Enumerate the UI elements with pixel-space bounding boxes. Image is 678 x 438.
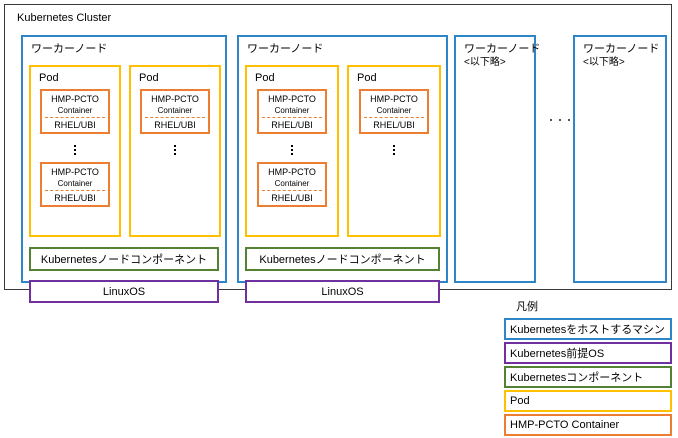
pod-title: Pod bbox=[255, 72, 275, 84]
legend-item-pod: Pod bbox=[504, 390, 672, 412]
worker-node-2-pods-area: Pod HMP-PCTO Container RHEL/UBI HMP-PCTO… bbox=[245, 65, 441, 237]
kubernetes-node-component: Kubernetesノードコンポーネント bbox=[245, 247, 440, 271]
worker-node-1: ワーカーノード Pod HMP-PCTO Container RHEL/UBI … bbox=[21, 35, 227, 303]
vertical-ellipsis-icon bbox=[174, 143, 176, 157]
container-box: HMP-PCTO Container RHEL/UBI bbox=[257, 89, 327, 134]
container-box: HMP-PCTO Container RHEL/UBI bbox=[359, 89, 429, 134]
container-divider bbox=[45, 190, 105, 191]
container-name: HMP-PCTO bbox=[51, 167, 99, 177]
legend-item-container: HMP-PCTO Container bbox=[504, 414, 672, 436]
container-box: HMP-PCTO Container RHEL/UBI bbox=[257, 162, 327, 207]
container-subname: Container bbox=[157, 106, 193, 115]
container-name: HMP-PCTO bbox=[51, 94, 99, 104]
worker-node-1-pods-area: Pod HMP-PCTO Container RHEL/UBI HMP-PCTO… bbox=[29, 65, 221, 237]
linux-os-box: LinuxOS bbox=[245, 280, 440, 303]
pod-title: Pod bbox=[139, 72, 159, 84]
container-divider bbox=[364, 117, 424, 118]
legend-title: 凡例 bbox=[516, 301, 538, 313]
linux-os-box: LinuxOS bbox=[29, 280, 219, 303]
pod: Pod HMP-PCTO Container RHEL/UBI HMP-PCTO… bbox=[245, 65, 339, 237]
worker-node-2-title: ワーカーノード bbox=[247, 43, 324, 55]
pod-title: Pod bbox=[357, 72, 377, 84]
container-box: HMP-PCTO Container RHEL/UBI bbox=[40, 89, 110, 134]
container-subname: Container bbox=[274, 106, 310, 115]
worker-node-4-title: ワーカーノード bbox=[583, 43, 660, 55]
container-base-image: RHEL/UBI bbox=[54, 193, 96, 203]
container-base-image: RHEL/UBI bbox=[271, 120, 313, 130]
container-name: HMP-PCTO bbox=[370, 94, 418, 104]
legend-item-prerequisite-os: Kubernetes前提OS bbox=[504, 342, 672, 364]
container-subname: Container bbox=[274, 179, 310, 188]
pod-title: Pod bbox=[39, 72, 59, 84]
horizontal-ellipsis-icon bbox=[550, 119, 570, 121]
kubernetes-cluster-box: Kubernetes Cluster ワーカーノード Pod HMP-PCTO … bbox=[4, 4, 672, 303]
worker-node-4: ワーカーノード <以下略> bbox=[573, 35, 667, 283]
container-box: HMP-PCTO Container RHEL/UBI bbox=[40, 162, 110, 207]
container-subname: Container bbox=[57, 179, 93, 188]
pod: Pod HMP-PCTO Container RHEL/UBI bbox=[347, 65, 441, 237]
container-base-image: RHEL/UBI bbox=[54, 120, 96, 130]
container-name: HMP-PCTO bbox=[151, 94, 199, 104]
worker-node-3-title: ワーカーノード bbox=[464, 43, 541, 55]
container-name: HMP-PCTO bbox=[268, 167, 316, 177]
vertical-ellipsis-icon bbox=[393, 143, 395, 157]
container-box: HMP-PCTO Container RHEL/UBI bbox=[140, 89, 210, 134]
pod: Pod HMP-PCTO Container RHEL/UBI bbox=[129, 65, 221, 237]
container-name: HMP-PCTO bbox=[268, 94, 316, 104]
legend-item-kubernetes-component: Kubernetesコンポーネント bbox=[504, 366, 672, 388]
legend-items: Kubernetesをホストするマシン Kubernetes前提OS Kuber… bbox=[504, 318, 672, 438]
container-divider bbox=[145, 117, 205, 118]
container-divider bbox=[262, 190, 322, 191]
container-base-image: RHEL/UBI bbox=[271, 193, 313, 203]
worker-node-3: ワーカーノード <以下略> bbox=[454, 35, 540, 283]
worker-node-3-abbrev-note: <以下略> bbox=[464, 57, 506, 68]
kubernetes-node-component: Kubernetesノードコンポーネント bbox=[29, 247, 219, 271]
worker-node-2: ワーカーノード Pod HMP-PCTO Container RHEL/UBI … bbox=[237, 35, 448, 303]
legend-item-host-machine: Kubernetesをホストするマシン bbox=[504, 318, 672, 340]
cluster-title: Kubernetes Cluster bbox=[17, 12, 112, 24]
container-base-image: RHEL/UBI bbox=[154, 120, 196, 130]
container-subname: Container bbox=[376, 106, 412, 115]
container-divider bbox=[262, 117, 322, 118]
pod: Pod HMP-PCTO Container RHEL/UBI HMP-PCTO… bbox=[29, 65, 121, 237]
vertical-ellipsis-icon bbox=[74, 143, 76, 157]
worker-node-4-abbrev-note: <以下略> bbox=[583, 57, 625, 68]
container-divider bbox=[45, 117, 105, 118]
vertical-ellipsis-icon bbox=[291, 143, 293, 157]
container-subname: Container bbox=[57, 106, 93, 115]
worker-node-1-title: ワーカーノード bbox=[31, 43, 108, 55]
container-base-image: RHEL/UBI bbox=[373, 120, 415, 130]
